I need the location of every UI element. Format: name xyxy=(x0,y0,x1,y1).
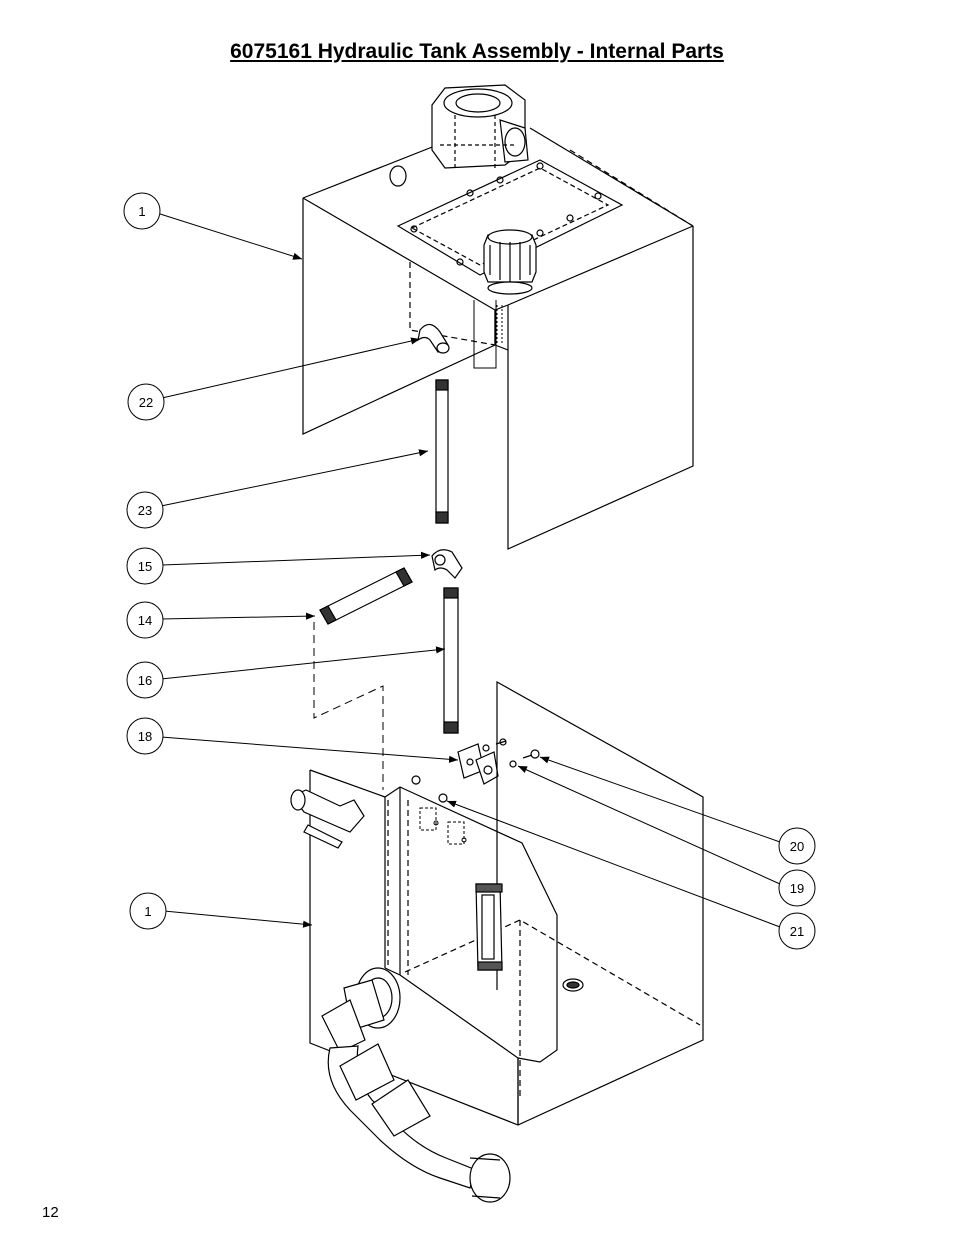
callout-16: 16 xyxy=(126,661,164,699)
callout-21: 21 xyxy=(778,912,816,950)
assembly-centerlines xyxy=(313,622,384,790)
breather-cap xyxy=(483,229,537,295)
svg-text:19: 19 xyxy=(790,881,804,896)
callout-15: 15 xyxy=(126,547,164,585)
svg-text:1: 1 xyxy=(138,204,145,219)
callout-18: 18 xyxy=(126,717,164,755)
callout-22: 22 xyxy=(127,383,165,421)
callout-19: 19 xyxy=(778,869,816,907)
page-title: 6075161 Hydraulic Tank Assembly - Intern… xyxy=(230,40,724,63)
elbow-22 xyxy=(417,323,450,354)
pipe-14 xyxy=(319,567,413,625)
svg-text:21: 21 xyxy=(790,924,804,939)
return-filter-housing xyxy=(431,84,529,170)
page-number: 12 xyxy=(42,1204,59,1221)
callout-20: 20 xyxy=(778,827,816,865)
svg-text:15: 15 xyxy=(138,559,152,574)
mount-bracket-18 xyxy=(457,738,507,785)
callout-23: 23 xyxy=(126,491,164,529)
svg-text:20: 20 xyxy=(790,839,804,854)
svg-text:1: 1 xyxy=(144,904,151,919)
callout-14: 14 xyxy=(126,601,164,639)
svg-text:18: 18 xyxy=(138,729,152,744)
pipe-16 xyxy=(443,587,459,734)
upper-tank-cover xyxy=(302,127,694,550)
access-cover-plate xyxy=(396,159,624,276)
callout-leaders xyxy=(156,212,781,928)
top-port xyxy=(389,165,407,187)
drain-port xyxy=(562,978,584,992)
elbow-15 xyxy=(431,549,463,579)
svg-text:16: 16 xyxy=(138,673,152,688)
lower-tank-base xyxy=(309,680,704,1126)
baffle-holes xyxy=(419,807,467,845)
svg-text:23: 23 xyxy=(138,503,152,518)
sight-gauge xyxy=(475,883,503,971)
ball-valve xyxy=(290,789,365,849)
svg-text:22: 22 xyxy=(139,395,153,410)
svg-text:14: 14 xyxy=(138,613,152,628)
callout-1-top: 1 xyxy=(123,192,161,230)
internal-strainer xyxy=(473,300,503,369)
suction-hose xyxy=(321,967,511,1203)
pipe-23 xyxy=(435,379,449,524)
callout-1-bottom: 1 xyxy=(129,892,167,930)
hardware-21 xyxy=(411,775,448,803)
hardware-19-20 xyxy=(509,749,540,768)
